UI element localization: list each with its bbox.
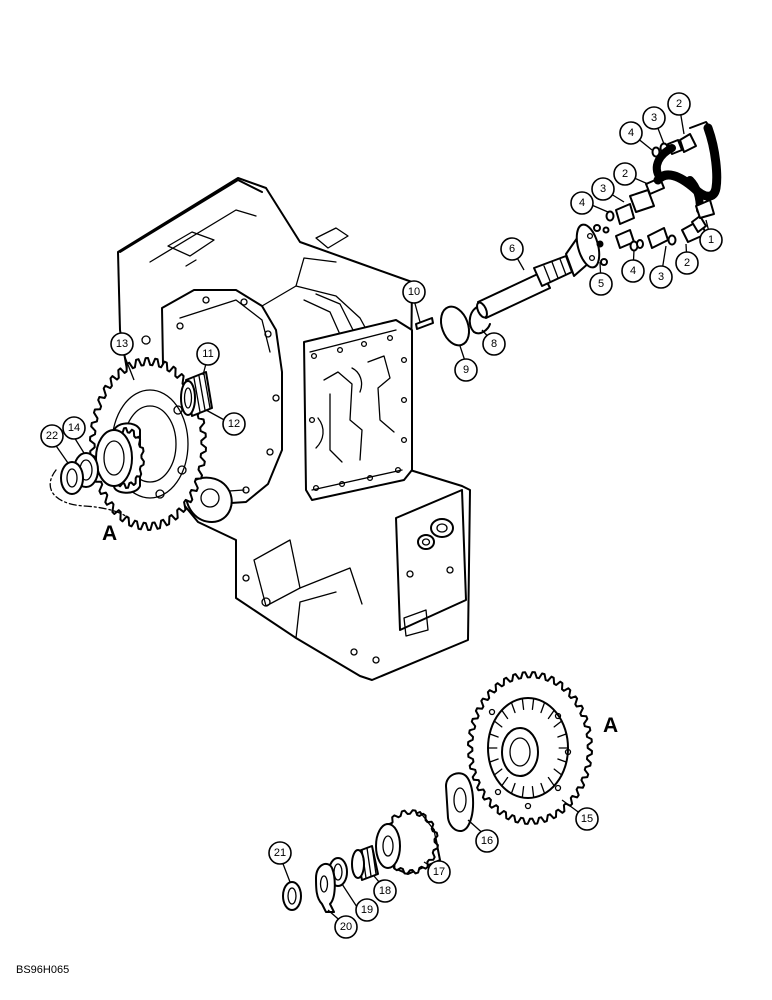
svg-text:22: 22 <box>46 430 58 442</box>
callout-21: 21 <box>268 841 292 865</box>
callout-4-middle: 4 <box>570 191 594 215</box>
callout-19: 19 <box>355 898 379 922</box>
svg-text:15: 15 <box>581 813 593 825</box>
callout-13: 13 <box>110 332 134 356</box>
fitting-group-lower <box>615 215 707 252</box>
svg-text:4: 4 <box>630 265 636 277</box>
reference-outline-a <box>49 469 129 519</box>
callout-8: 8 <box>482 332 506 356</box>
part-9-o-ring <box>439 305 471 347</box>
part-6-shaft <box>476 223 604 319</box>
svg-text:1: 1 <box>708 234 714 246</box>
svg-text:3: 3 <box>651 112 657 124</box>
callout-14: 14 <box>62 416 86 440</box>
svg-text:2: 2 <box>622 168 628 180</box>
figure-code: BS96H065 <box>16 964 69 976</box>
fitting-group-middle <box>605 177 665 225</box>
part-21-washer <box>282 881 302 911</box>
svg-text:2: 2 <box>676 98 682 110</box>
part-16-thrust-washer <box>445 772 474 833</box>
svg-text:9: 9 <box>463 364 469 376</box>
part-12-needle-bearing <box>180 371 213 417</box>
svg-text:4: 4 <box>628 127 634 139</box>
callout-17: 17 <box>427 860 451 884</box>
svg-text:2: 2 <box>684 257 690 269</box>
callout-9: 9 <box>454 358 478 382</box>
svg-text:3: 3 <box>600 183 606 195</box>
svg-text:20: 20 <box>340 921 352 933</box>
callout-3-top: 3 <box>642 106 666 130</box>
part-18-needle-bearing <box>351 845 379 881</box>
svg-text:5: 5 <box>598 278 604 290</box>
part-15-clutch-gear <box>467 671 593 825</box>
part-10-pin <box>415 317 434 330</box>
callout-2-top: 2 <box>667 92 691 116</box>
callout-15: 15 <box>575 807 599 831</box>
callout-10: 10 <box>402 280 426 304</box>
callout-5: 5 <box>589 272 613 296</box>
callout-2-lower: 2 <box>675 251 699 275</box>
callout-4-lower: 4 <box>621 259 645 283</box>
part-8-snap-ring <box>468 305 491 335</box>
callout-22: 22 <box>40 424 64 448</box>
part-1-hoses <box>652 121 722 219</box>
part-22-washer <box>60 461 84 495</box>
svg-text:17: 17 <box>433 866 445 878</box>
svg-text:3: 3 <box>658 271 664 283</box>
svg-text:19: 19 <box>361 904 373 916</box>
callout-12: 12 <box>222 412 246 436</box>
part-13-gear-hub <box>95 422 145 494</box>
svg-text:18: 18 <box>379 885 391 897</box>
part-20-snap-ring <box>315 862 336 913</box>
svg-text:21: 21 <box>274 847 286 859</box>
callout-20: 20 <box>334 915 358 939</box>
callout-2-middle: 2 <box>613 162 637 186</box>
callout-1: 1 <box>699 228 723 252</box>
svg-text:4: 4 <box>579 197 585 209</box>
callout-6: 6 <box>500 237 524 261</box>
svg-text:16: 16 <box>481 835 493 847</box>
svg-text:12: 12 <box>228 418 240 430</box>
callout-3-middle: 3 <box>591 177 615 201</box>
svg-text:6: 6 <box>509 243 515 255</box>
svg-text:13: 13 <box>116 338 128 350</box>
callout-4-top: 4 <box>619 121 643 145</box>
svg-text:8: 8 <box>491 338 497 350</box>
callout-16: 16 <box>475 829 499 853</box>
reference-letter-a-upper: A <box>102 522 117 545</box>
callout-18: 18 <box>373 879 397 903</box>
svg-text:11: 11 <box>202 348 213 360</box>
svg-text:10: 10 <box>408 286 420 298</box>
reference-letter-a-lower: A <box>603 714 618 737</box>
part-5-o-rings <box>593 224 610 266</box>
svg-text:14: 14 <box>68 422 80 434</box>
callout-3-lower: 3 <box>649 265 673 289</box>
part-17-splined-hub <box>375 809 441 875</box>
callout-11: 11 <box>196 342 220 366</box>
